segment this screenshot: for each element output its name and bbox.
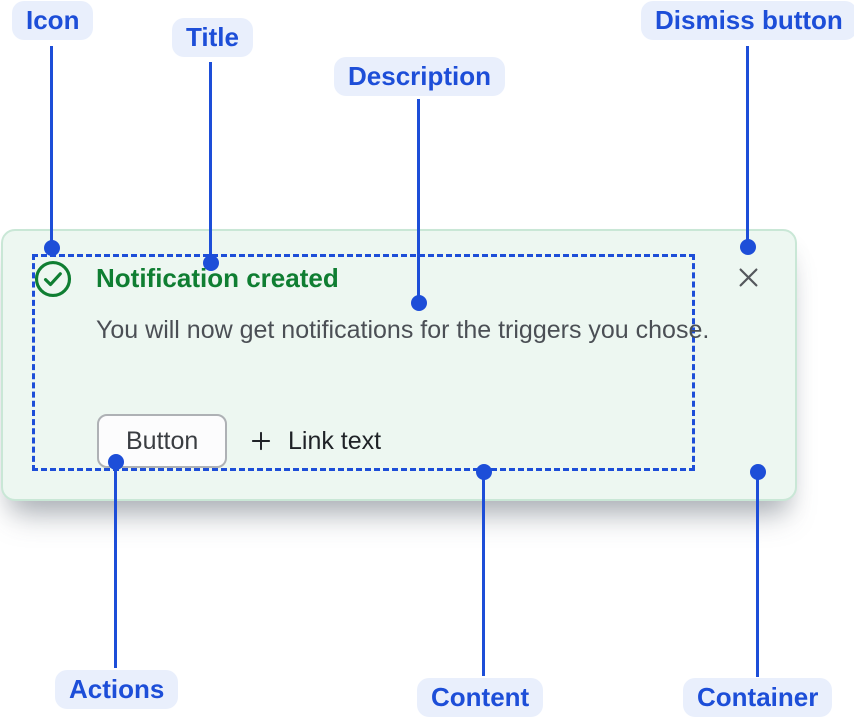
connector-line-title xyxy=(209,62,212,258)
label-description: Description xyxy=(334,57,506,97)
notification-title: Notification created xyxy=(96,263,339,293)
connector-dot-container xyxy=(750,464,766,480)
connector-dot-dismiss xyxy=(740,239,756,255)
connector-line-container xyxy=(756,472,759,677)
label-actions: Actions xyxy=(55,670,179,710)
connector-line-dismiss xyxy=(746,46,749,241)
connector-line-actions xyxy=(114,462,117,668)
label-content: Content xyxy=(417,678,544,718)
content-region-outline xyxy=(32,254,695,471)
action-link-label: Link text xyxy=(288,426,382,455)
connector-dot-description xyxy=(411,295,427,311)
notification-description: You will now get notifications for the t… xyxy=(96,316,710,344)
connector-dot-icon xyxy=(44,240,60,256)
label-icon: Icon xyxy=(12,1,94,41)
connector-dot-title xyxy=(203,255,219,271)
action-link[interactable]: Link text xyxy=(248,422,381,460)
connector-line-content xyxy=(482,472,485,676)
label-title: Title xyxy=(172,18,253,58)
action-button[interactable]: Button xyxy=(97,414,228,468)
label-dismiss-button: Dismiss button xyxy=(641,1,854,41)
connector-line-description xyxy=(417,99,420,297)
label-container: Container xyxy=(683,678,833,718)
close-icon xyxy=(735,264,762,291)
connector-dot-actions xyxy=(108,454,124,470)
dismiss-button[interactable] xyxy=(733,262,763,292)
connector-line-icon xyxy=(50,46,53,242)
plus-icon xyxy=(248,428,274,454)
connector-dot-content xyxy=(476,464,492,480)
check-circle-icon xyxy=(34,260,72,298)
